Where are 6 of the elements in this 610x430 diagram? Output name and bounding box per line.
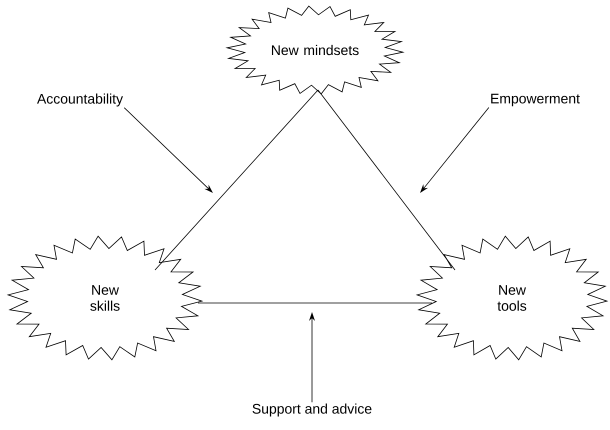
connector-line [198,302,432,304]
callout-text: Empowerment [491,94,580,106]
callout-text: Accountability [37,94,123,106]
callout-text: Support and advice [252,404,372,416]
connector-line [154,90,318,270]
connector-line [318,90,456,270]
